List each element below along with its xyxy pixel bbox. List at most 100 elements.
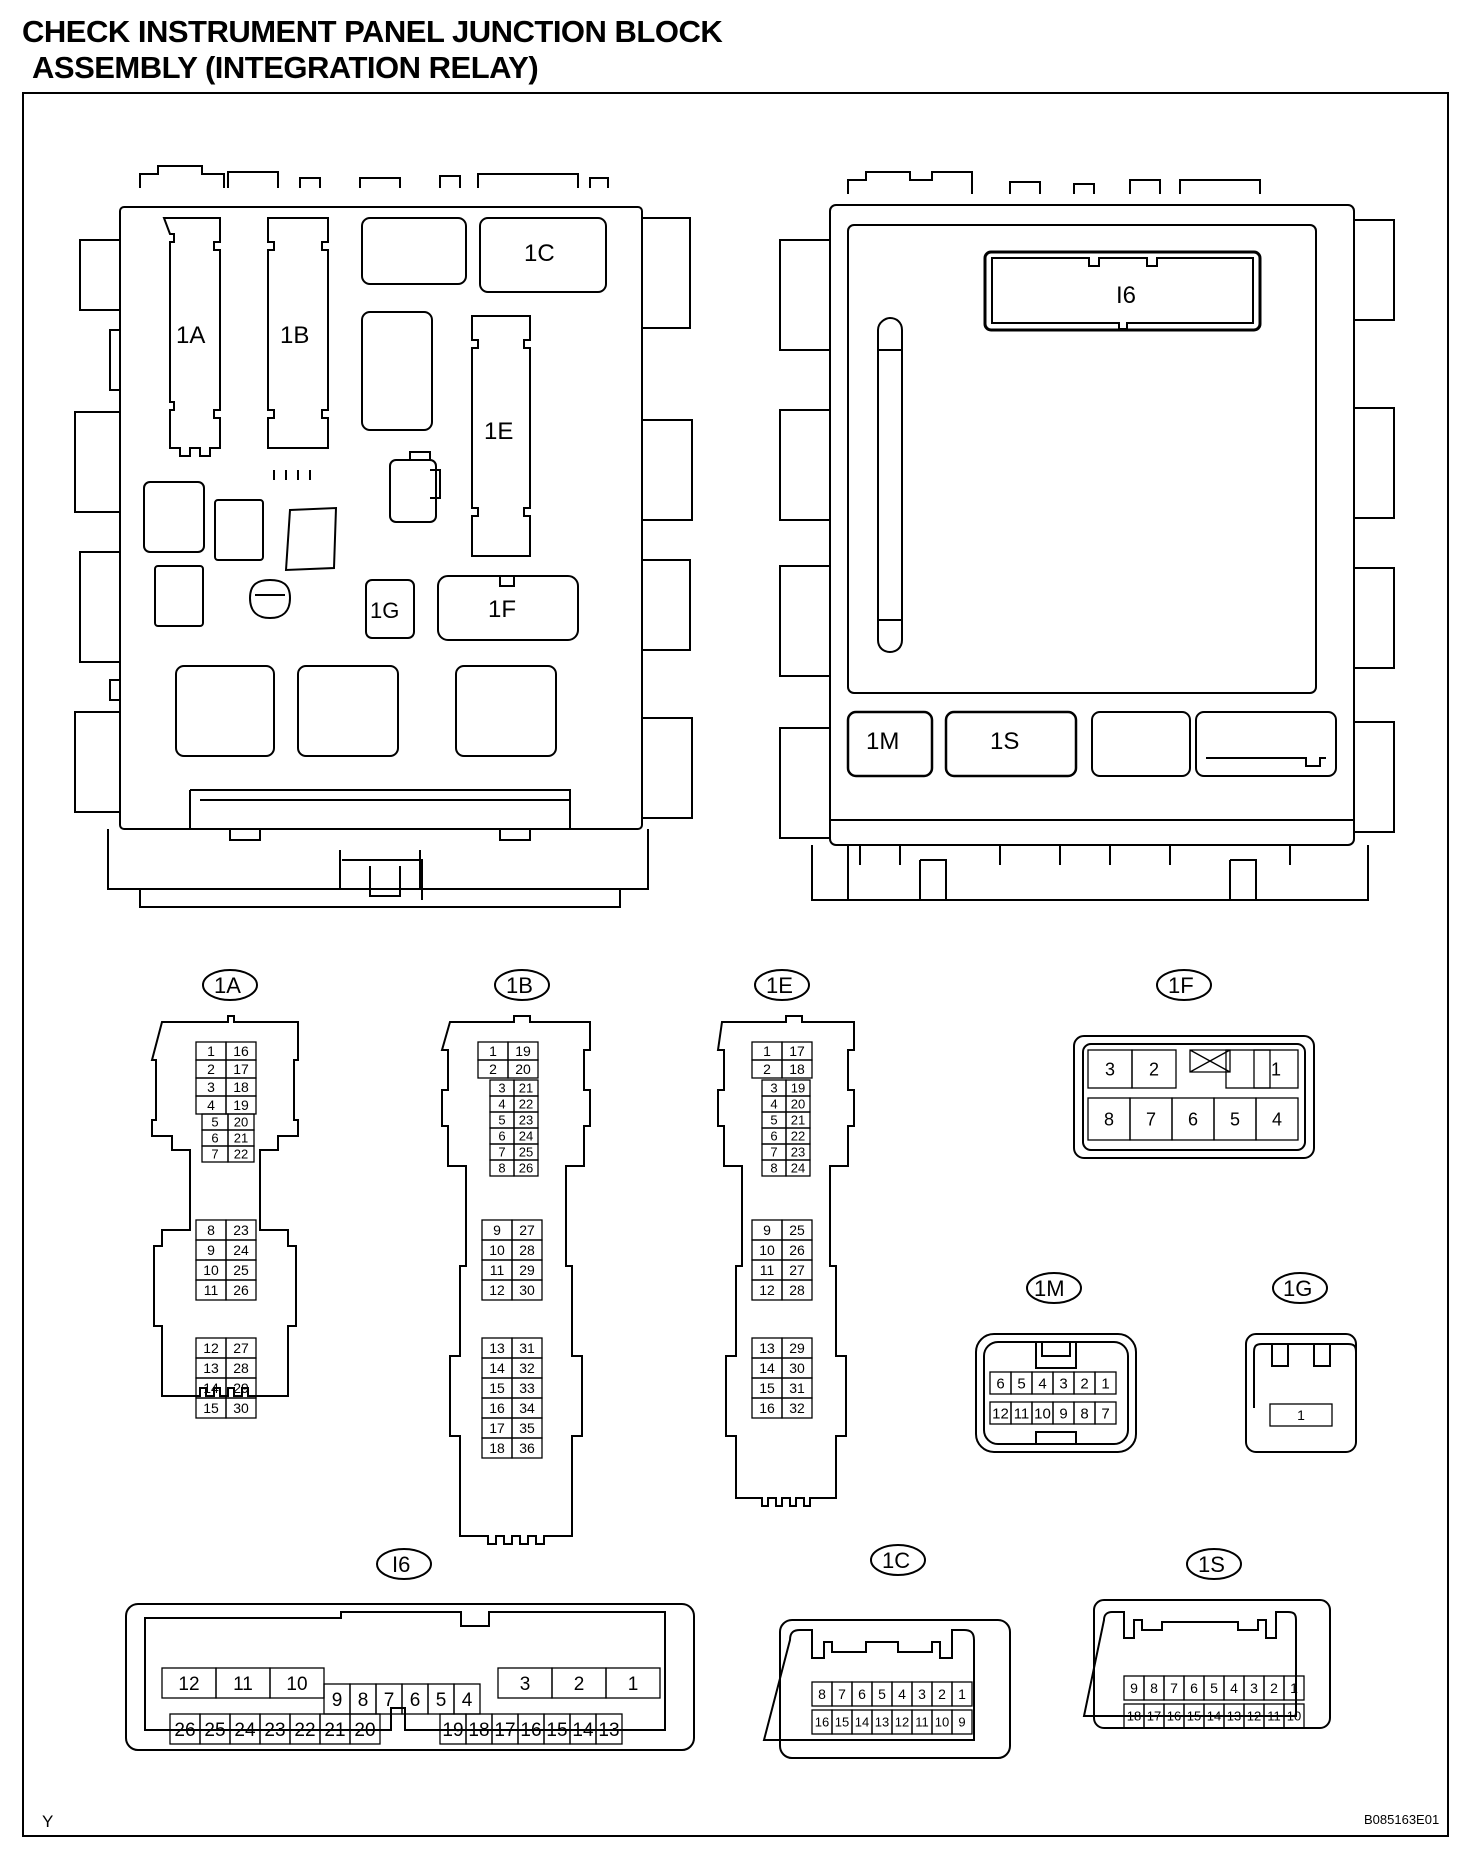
title-1s: 1S <box>1198 1552 1225 1577</box>
c1b-pin-label: 3 <box>498 1081 505 1096</box>
c1e-pin-label: 1 <box>763 1043 771 1059</box>
c1b-pin-label: 14 <box>489 1360 505 1376</box>
c1e-pin-label: 8 <box>770 1161 777 1176</box>
c1c-pin-label: 1 <box>958 1686 966 1702</box>
c1e-pin-label: 5 <box>770 1113 777 1128</box>
ci6-pin-label: 6 <box>410 1690 421 1711</box>
c1s-pin-label: 7 <box>1170 1680 1178 1696</box>
c1b-cell <box>511 1437 543 1459</box>
c1b-pin-label: 27 <box>519 1222 535 1238</box>
c1c-pin-label: 10 <box>935 1715 949 1730</box>
c1b-pin-label: 19 <box>515 1043 531 1059</box>
title-1a: 1A <box>214 973 241 998</box>
c1s-pin-label: 18 <box>1127 1709 1141 1724</box>
c1c-pin-label: 16 <box>815 1715 829 1730</box>
c1f-cell <box>1225 1049 1271 1089</box>
c1b-pin-label: 16 <box>489 1400 505 1416</box>
c1s-pin-label: 12 <box>1247 1709 1261 1724</box>
ci6-pin-label: 26 <box>174 1720 195 1741</box>
c1a-pin-label: 15 <box>203 1400 219 1416</box>
c1a-pin-label: 21 <box>234 1131 248 1146</box>
ci6-pin-label: 3 <box>520 1674 531 1695</box>
c1b-pin-label: 34 <box>519 1400 535 1416</box>
c1s-pin-label: 13 <box>1227 1709 1241 1724</box>
c1e-cell <box>781 1397 813 1419</box>
c1a-pin-label: 28 <box>233 1360 249 1376</box>
label-1c: 1C <box>524 240 555 267</box>
c1a-pin-label: 6 <box>211 1131 218 1146</box>
c1f-cell <box>1253 1049 1299 1089</box>
label-1s: 1S <box>990 728 1020 755</box>
c1f-pin-label: 1 <box>1271 1059 1281 1079</box>
c1e-pin-label: 14 <box>759 1360 775 1376</box>
c1f-pin-label: 7 <box>1146 1109 1156 1129</box>
c1s-cell <box>1283 1703 1305 1729</box>
c1a-pin-label: 14 <box>203 1380 219 1396</box>
c1m-pin-label: 4 <box>1038 1375 1046 1392</box>
c1s-pin-label: 4 <box>1230 1680 1238 1696</box>
c1a-pin-label: 20 <box>234 1115 248 1130</box>
c1s-pin-label: 10 <box>1287 1709 1301 1724</box>
ci6-pin-label: 7 <box>384 1690 395 1711</box>
c1e-pin-label: 23 <box>791 1145 805 1160</box>
c1a-pin-label: 23 <box>233 1222 249 1238</box>
c1f-pin-label: 8 <box>1104 1109 1114 1129</box>
c1e-cell <box>785 1159 811 1177</box>
c1m-pin-label: 1 <box>1101 1375 1109 1392</box>
c1b-pin-label: 36 <box>519 1440 535 1456</box>
ci6-pin-label: 24 <box>234 1720 256 1741</box>
page-title-line2: ASSEMBLY (INTEGRATION RELAY) <box>32 50 539 85</box>
c1b-pin-label: 31 <box>519 1340 535 1356</box>
label-i6: I6 <box>1116 282 1137 309</box>
c1b-pin-label: 17 <box>489 1420 505 1436</box>
c1s-pin-label: 11 <box>1267 1709 1281 1724</box>
title-1b: 1B <box>506 973 533 998</box>
ci6-pin-label: 1 <box>628 1674 639 1695</box>
c1a-pin-label: 11 <box>204 1282 219 1298</box>
c1m-pin-label: 3 <box>1059 1375 1067 1392</box>
c1c-cell <box>951 1681 973 1707</box>
c1m-pin-label: 6 <box>996 1375 1004 1392</box>
c1b-pin-label: 24 <box>519 1129 533 1144</box>
c1m-pin-label: 10 <box>1034 1405 1051 1422</box>
c1s-pin-label: 6 <box>1190 1680 1198 1696</box>
c1e-cell <box>781 1279 813 1301</box>
c1c-pin-label: 3 <box>918 1686 926 1702</box>
c1s-pin-label: 17 <box>1147 1709 1161 1724</box>
c1a-pin-label: 22 <box>234 1147 248 1162</box>
c1e-pin-label: 17 <box>789 1043 805 1059</box>
c1m-cell <box>1094 1371 1117 1395</box>
c1g-cell <box>1269 1403 1333 1427</box>
c1b-pin-label: 8 <box>498 1161 505 1176</box>
c1f-pin-label: 6 <box>1188 1109 1198 1129</box>
c1g-pin-label: 1 <box>1297 1407 1305 1423</box>
connector-1a <box>150 969 299 1397</box>
c1e-pin-label: 32 <box>789 1400 805 1416</box>
c1e-pin-label: 11 <box>760 1262 775 1278</box>
c1b-pin-label: 12 <box>489 1282 505 1298</box>
c1f-key-mark <box>1189 1049 1231 1073</box>
c1e-pin-label: 25 <box>789 1222 805 1238</box>
c1b-pin-label: 18 <box>489 1440 505 1456</box>
c1e-pin-label: 21 <box>791 1113 805 1128</box>
c1a-pin-label: 8 <box>207 1222 215 1238</box>
ci6-pin-label: 11 <box>233 1674 253 1695</box>
c1e-pin-label: 27 <box>789 1262 805 1278</box>
c1e-pin-label: 29 <box>789 1340 805 1356</box>
c1a-pin-label: 5 <box>211 1115 218 1130</box>
c1e-pin-label: 10 <box>759 1242 775 1258</box>
c1c-pin-label: 9 <box>958 1715 965 1730</box>
c1e-pin-label: 28 <box>789 1282 805 1298</box>
ci6-pin-label: 12 <box>178 1674 199 1695</box>
c1e-pin-label: 6 <box>770 1129 777 1144</box>
c1a-pin-label: 25 <box>233 1262 249 1278</box>
c1s-pin-label: 8 <box>1150 1680 1158 1696</box>
c1b-cell <box>513 1159 539 1177</box>
c1f-pin-label: 3 <box>1105 1059 1115 1079</box>
ci6-pin-label: 23 <box>264 1720 285 1741</box>
c1b-pin-label: 1 <box>489 1043 497 1059</box>
c1a-cell <box>225 1279 257 1301</box>
ci6-pin-label: 14 <box>572 1720 594 1741</box>
c1a-pin-label: 10 <box>203 1262 219 1278</box>
